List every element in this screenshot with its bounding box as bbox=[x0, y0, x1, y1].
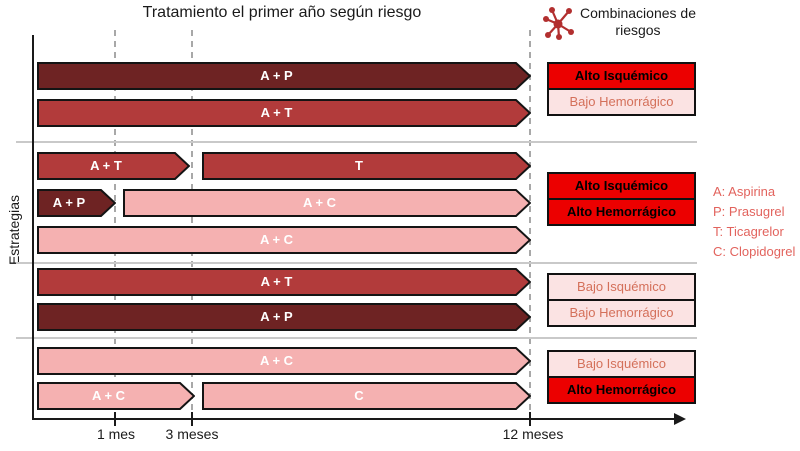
tick-label-1mes: 1 mes bbox=[96, 426, 136, 442]
treatment-bar-label: A + C bbox=[259, 353, 294, 368]
risk-label: Bajo Hemorrágico bbox=[549, 88, 694, 114]
risk-header: Combinaciones de riesgos bbox=[580, 5, 696, 38]
risk-combination-box: Alto Isquémico Alto Hemorrágico bbox=[547, 172, 696, 226]
tick-1mes bbox=[114, 412, 116, 426]
risk-label: Alto Hemorrágico bbox=[549, 376, 694, 402]
treatment-bar-label: A + T bbox=[260, 274, 293, 289]
risk-combination-box: Bajo Isquémico Alto Hemorrágico bbox=[547, 350, 696, 404]
tick-3meses bbox=[191, 412, 193, 426]
treatment-bar: T bbox=[202, 152, 531, 180]
drug-legend: A: Aspirina P: Prasugrel T: Ticagrelor C… bbox=[713, 182, 795, 262]
gridline-12meses bbox=[529, 30, 531, 418]
group-separator bbox=[16, 262, 697, 264]
treatment-bar: A + T bbox=[37, 99, 531, 127]
risk-combination-box: Bajo Isquémico Bajo Hemorrágico bbox=[547, 273, 696, 327]
risk-combination-box: Alto Isquémico Bajo Hemorrágico bbox=[547, 62, 696, 116]
risk-label: Bajo Hemorrágico bbox=[549, 299, 694, 325]
y-axis-line bbox=[32, 35, 34, 419]
group-separator bbox=[16, 337, 697, 339]
treatment-bar: A + C bbox=[37, 347, 531, 375]
legend-item: C: Clopidogrel bbox=[713, 244, 796, 259]
treatment-bar: A + C bbox=[37, 226, 531, 254]
chart-title: Tratamiento el primer año según riesgo bbox=[142, 4, 422, 21]
group-separator bbox=[16, 141, 697, 143]
treatment-bar-label: A + C bbox=[91, 388, 126, 403]
treatment-bar-label: A + T bbox=[90, 158, 122, 173]
risk-label: Alto Isquémico bbox=[549, 64, 694, 88]
risk-label: Alto Hemorrágico bbox=[549, 198, 694, 224]
gridline-3meses bbox=[191, 30, 193, 418]
legend-item: A: Aspirina bbox=[713, 184, 776, 199]
treatment-bar: A + P bbox=[37, 303, 531, 331]
treatment-bar-label: A + P bbox=[260, 309, 293, 324]
x-axis-arrowhead bbox=[674, 413, 686, 425]
treatment-bar: A + P bbox=[37, 62, 531, 90]
treatment-bar-label: A + P bbox=[52, 195, 86, 210]
treatment-bar-label: A + C bbox=[259, 232, 294, 247]
risk-combination-icon bbox=[543, 7, 574, 40]
treatment-bar-label: C bbox=[354, 388, 364, 403]
treatment-bar: A + P bbox=[37, 189, 116, 217]
tick-label-12meses: 12 meses bbox=[502, 426, 564, 442]
tick-label-3meses: 3 meses bbox=[165, 426, 219, 442]
risk-label: Alto Isquémico bbox=[549, 174, 694, 198]
treatment-bar: C bbox=[202, 382, 531, 410]
y-axis-label: Estrategias bbox=[6, 194, 22, 266]
treatment-bar: A + T bbox=[37, 152, 190, 180]
legend-item: P: Prasugrel bbox=[713, 204, 785, 219]
legend-item: T: Ticagrelor bbox=[713, 224, 784, 239]
treatment-bar-label: T bbox=[355, 158, 363, 173]
tick-12meses bbox=[529, 412, 531, 426]
treatment-bar: A + T bbox=[37, 268, 531, 296]
risk-label: Bajo Isquémico bbox=[549, 352, 694, 376]
x-axis-line bbox=[32, 418, 676, 420]
gridline-1mes bbox=[114, 30, 116, 418]
treatment-bar-label: A + P bbox=[260, 68, 293, 83]
treatment-bar-label: A + C bbox=[302, 195, 337, 210]
treatment-bar: A + C bbox=[123, 189, 531, 217]
treatment-bar-label: A + T bbox=[260, 105, 293, 120]
risk-label: Bajo Isquémico bbox=[549, 275, 694, 299]
treatment-bar: A + C bbox=[37, 382, 195, 410]
